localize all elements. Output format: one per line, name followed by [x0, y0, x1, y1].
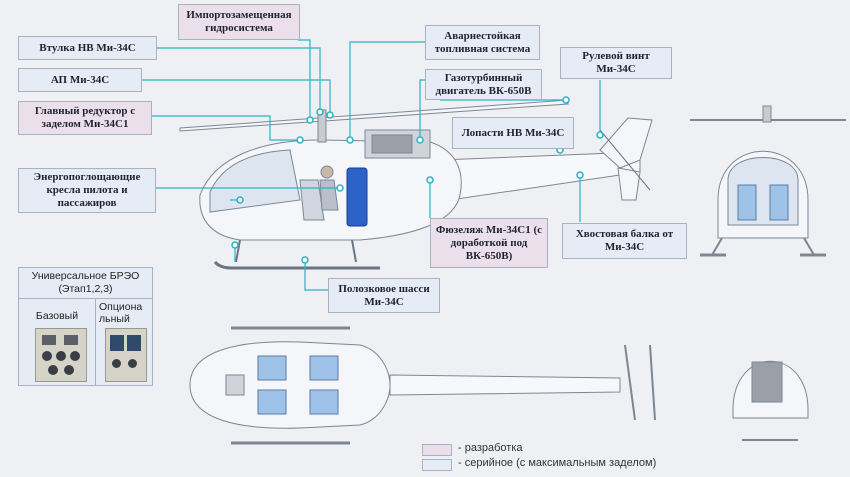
avionics-base-screen: [64, 335, 78, 345]
label-fuselage: Фюзеляж Ми-34С1 (с доработкой под ВК-650…: [430, 218, 548, 268]
avionics-base-gauge: [48, 365, 58, 375]
avionics-optional-gauge: [112, 359, 121, 368]
avionics-optional-label: Опциональный: [99, 301, 143, 325]
label-tail-rotor: Рулевой винт Ми-34С: [560, 47, 672, 79]
avionics-base-gauge: [42, 351, 52, 361]
legend-serial: - серийное (с максимальным заделом): [458, 457, 657, 469]
leader-dots: [231, 96, 604, 264]
cabin-section-view: [732, 360, 809, 441]
label-hub: Втулка НВ Ми-34С: [18, 36, 157, 60]
legend-development: - разработка: [458, 442, 523, 454]
front-view: [690, 105, 846, 257]
avionics-title: Универсальное БРЭО (Этап1,2,3): [31, 270, 140, 295]
avionics-base-gauge: [64, 365, 74, 375]
avionics-base-screen: [42, 335, 56, 345]
avionics-optional-screen: [110, 335, 124, 351]
leader-lines: [142, 39, 601, 291]
label-hydraulics: Импортозамещенная гидросистема: [178, 4, 300, 40]
legend-swatch-development: [422, 444, 452, 456]
label-gearbox: Главный редуктор с заделом Ми-34С1: [18, 101, 152, 135]
avionics-base-gauge: [70, 351, 80, 361]
label-skid: Полозковое шасси Ми-34С: [328, 278, 440, 313]
label-ap: АП Ми-34С: [18, 68, 142, 92]
avionics-col-divider: [95, 298, 96, 385]
side-view: [179, 99, 653, 270]
avionics-panel: Универсальное БРЭО (Этап1,2,3) Базовый О…: [18, 267, 153, 386]
label-blades: Лопасти НВ Ми-34С: [452, 117, 574, 149]
label-engine: Газотурбинный двигатель ВК-650В: [425, 69, 542, 100]
avionics-optional-gauge: [128, 359, 137, 368]
avionics-optional-screen: [127, 335, 141, 351]
avionics-base-image: [35, 328, 87, 382]
label-seats: Энергопоглощающие кресла пилота и пассаж…: [18, 168, 156, 213]
avionics-base-gauge: [56, 351, 66, 361]
avionics-divider: [19, 298, 152, 299]
top-view: [189, 326, 656, 445]
legend-swatch-serial: [422, 459, 452, 471]
avionics-base-label: Базовый: [35, 310, 79, 322]
label-tailboom: Хвостовая балка от Ми-34С: [562, 223, 687, 259]
avionics-optional-image: [105, 328, 147, 382]
label-crash-fuel: Аварнестойкая топливная система: [425, 25, 540, 60]
